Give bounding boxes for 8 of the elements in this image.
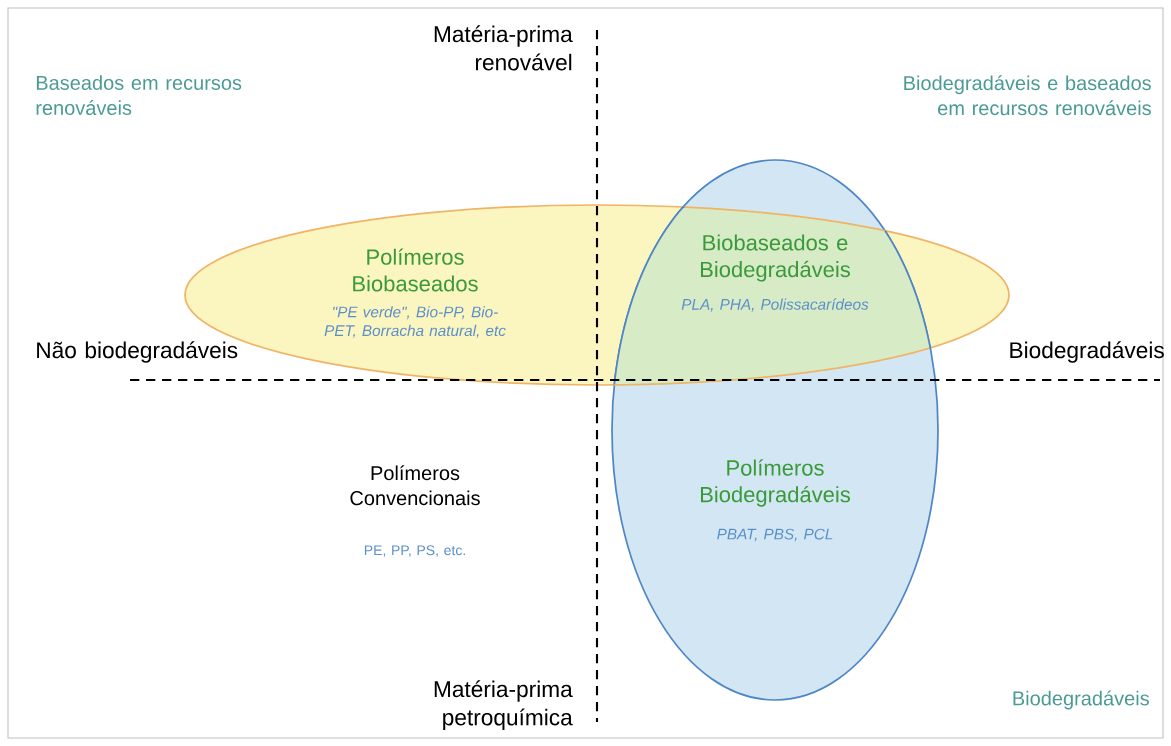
text-label: Baseados em recursos renováveis xyxy=(36,75,242,115)
text-label: PE, PP, PS, etc. xyxy=(364,545,465,557)
text-label: Biodegradáveis xyxy=(1013,690,1149,710)
text-label: Polímeros Convencionais xyxy=(350,465,480,506)
text-label: Biodegradáveis e baseados em recursos renováveis xyxy=(904,75,1151,116)
overlap-region: Biobaseados e Biodegradáveis PLA, PHA, Polissacarídeos xyxy=(613,206,932,386)
text-label: Matéria-prima renovável xyxy=(434,25,573,71)
text-label: Matéria-prima petroquímica xyxy=(434,680,573,730)
